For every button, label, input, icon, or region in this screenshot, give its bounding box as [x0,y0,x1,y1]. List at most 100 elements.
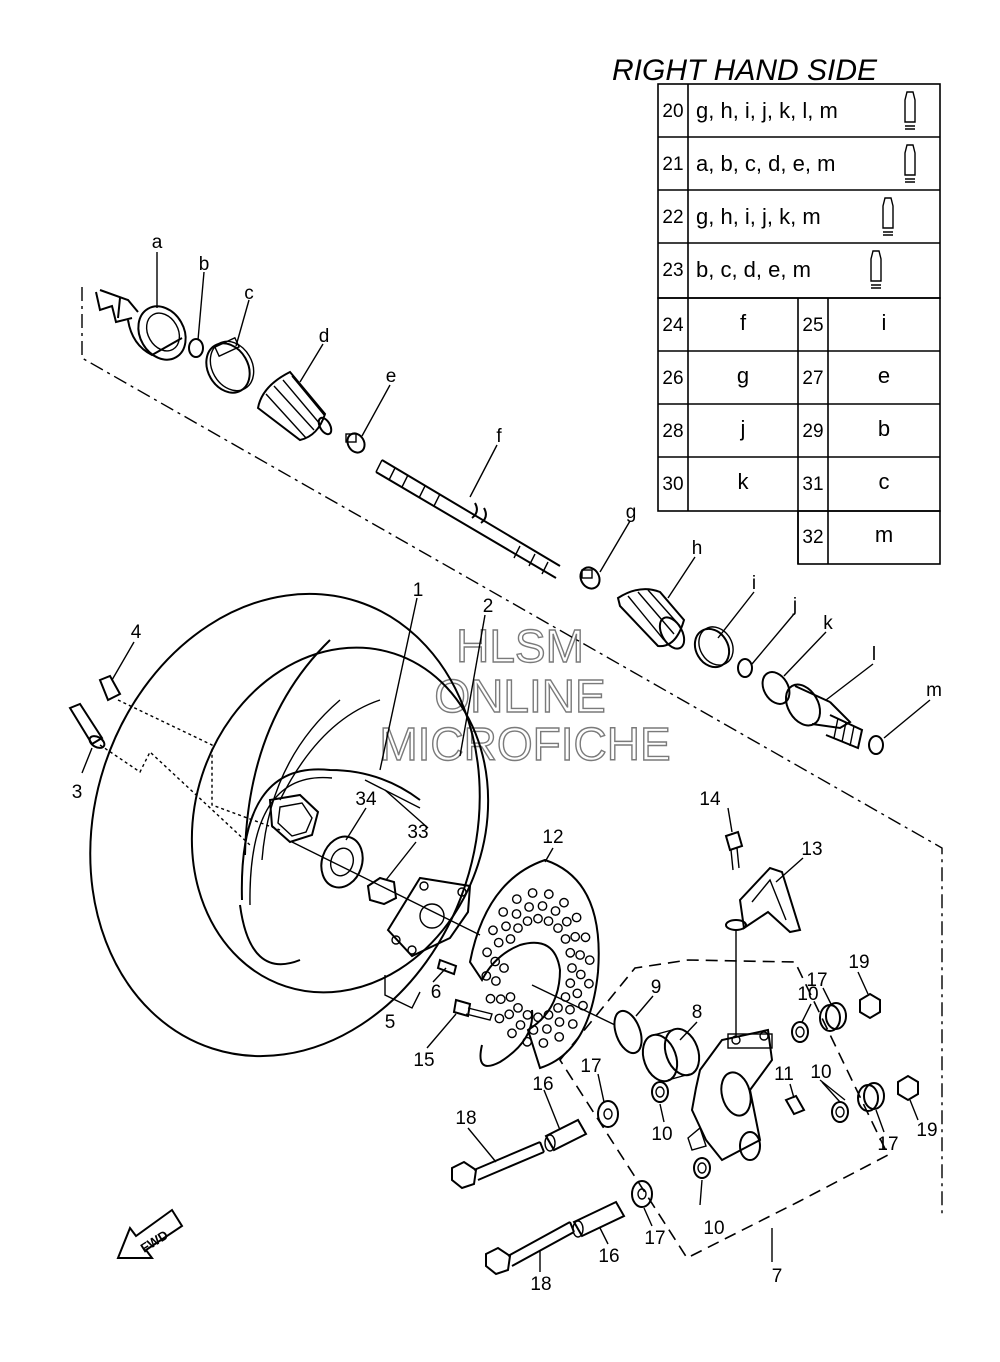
pair-cell-part: e [878,363,890,388]
collar-16-b [572,1200,626,1238]
callout-6: 6 [431,982,442,1003]
grease-tube-icon [870,250,882,289]
disc-hole [543,916,554,926]
disc-hole [550,906,561,916]
kit-row-parts: a, b, c, d, e, m [696,151,835,176]
disc-hole [511,894,522,904]
callout-k: k [823,613,833,634]
disc-hole [584,978,594,989]
bolt-18-b [485,1221,575,1276]
nut-33 [366,876,398,906]
callout-19-b: 19 [916,1120,937,1141]
callout-d: d [319,326,330,347]
disc-hole [565,978,576,989]
brake-disc-12 [468,858,600,1070]
disc-hole [515,1020,526,1030]
bolt-18-a [451,1141,545,1190]
disc-hole [542,1024,552,1034]
stud-6 [436,958,458,976]
disc-hole [571,912,582,923]
disc-hole [528,1025,539,1035]
pair-cell-number: 28 [662,421,683,442]
valve-leader-2 [99,744,251,846]
disc-hole [488,925,498,936]
disc-hole [538,1038,549,1048]
pair-cell-part: k [738,469,750,494]
callout-c: c [244,283,254,304]
bolt-14 [724,830,744,871]
disc-hole [495,994,506,1005]
pair-cell-part: b [878,416,890,441]
diagram-title: RIGHT HAND SIDE [612,54,878,87]
callout-5: 5 [385,1012,396,1033]
spacer-17-c [857,1082,885,1112]
watermark-line-2: ONLINE [434,670,605,722]
disc-hole [559,897,569,908]
disc-hole [561,916,572,927]
knuckle-frame [559,959,890,1260]
drive-shaft-f [375,459,561,579]
callout-10-b: 10 [651,1124,672,1145]
cv-boot-h [616,588,686,650]
disc-hole [490,956,501,967]
disc-hole [553,923,563,933]
disc-hole [501,921,511,932]
tire-valve-3 [68,702,106,749]
callout-34: 34 [355,789,377,810]
kit-row-parts: g, h, i, j, k, m [696,204,821,229]
callout-f: f [496,426,502,447]
callout-16-b: 16 [598,1246,619,1267]
pair-cell-part: g [737,363,749,388]
disc-hole [560,934,571,944]
callout-12: 12 [542,827,563,848]
bolt-15 [452,998,493,1021]
callout-33: 33 [407,822,428,843]
valve-cap-4 [98,674,122,702]
disc-hole [505,992,516,1002]
pair-cell-number: 32 [802,527,823,548]
boot-band-e [345,432,366,454]
collar-16-a [544,1118,588,1152]
callout-17-c: 17 [877,1134,898,1155]
bushing-10-c [831,1101,849,1123]
disc-hole [575,969,586,980]
bearing-34 [320,835,364,889]
axle-line [291,841,481,936]
disc-hole [570,931,581,942]
callout-17-a: 17 [580,1056,601,1077]
kit-row-parts: g, h, i, j, k, l, m [696,98,838,123]
boot-band-g [579,566,601,590]
disc-hole [527,888,538,898]
callout-16-a: 16 [532,1074,553,1095]
kit-row-number: 21 [662,154,683,175]
valve-leader [117,699,281,831]
oring-k [761,671,791,705]
rim-band-1 [240,768,429,906]
pair-cell-part: c [879,469,890,494]
callout-8: 8 [692,1002,703,1023]
pair-cell-number: 25 [802,315,823,336]
disc-hole [537,901,548,911]
bushing-10-b [651,1081,669,1103]
disc-hole [565,1004,575,1015]
pair-cell-part: i [882,310,887,335]
kit-row-number: 22 [662,207,683,228]
callout-3: 3 [72,782,83,803]
fwd-arrow-icon: FWD [116,1208,184,1259]
callout-18-b: 18 [530,1274,551,1295]
callout-h: h [692,538,703,559]
disc-hole [554,1032,565,1042]
disc-hole [524,902,534,912]
circlip-9 [613,1009,643,1055]
disc-hole [522,1010,533,1020]
callout-leaders [81,252,931,1272]
boot-band-i [693,626,734,669]
callout-4: 4 [131,622,142,643]
disc-hole [567,963,577,973]
wheel-hub-flange-5 [386,876,472,958]
callout-11: 11 [774,1064,794,1085]
callout-9: 9 [651,977,662,998]
